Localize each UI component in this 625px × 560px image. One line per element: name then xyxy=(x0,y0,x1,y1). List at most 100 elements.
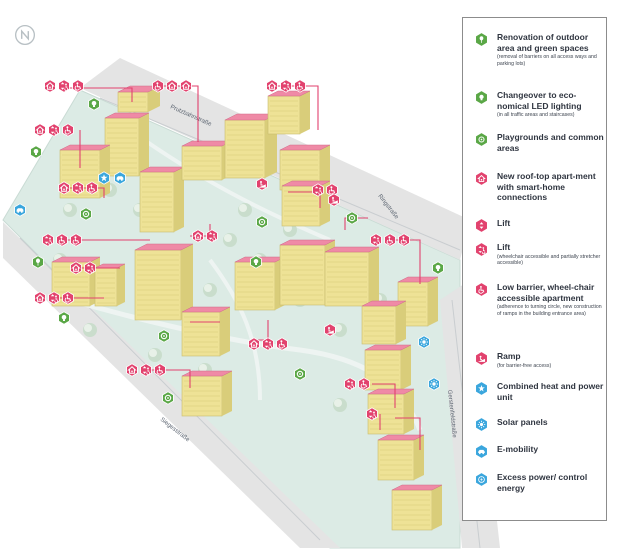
wheelchair-icon xyxy=(358,377,370,391)
e-mobility-icon xyxy=(476,445,487,458)
compass-north-icon xyxy=(14,24,36,46)
playground-icon xyxy=(158,329,170,343)
street-label-southeast: Gerstenfeldstraße xyxy=(446,390,457,439)
playground-icon xyxy=(80,207,92,221)
wheelchair-icon xyxy=(476,283,487,296)
smart-home-icon xyxy=(476,172,487,185)
light-bulb-icon xyxy=(432,261,444,275)
legend-item-title: Renovation of outdoor area and green spa… xyxy=(497,32,589,53)
legend-item: Lift(wheelchair accessible and partially… xyxy=(475,242,605,267)
smart-home-icon xyxy=(126,363,138,377)
smart-home-icon xyxy=(248,337,260,351)
smart-home-icon xyxy=(192,229,204,243)
smart-home-icon xyxy=(180,79,192,93)
smart-home-icon xyxy=(44,79,56,93)
legend-item: Excess power/ control energy xyxy=(475,472,605,493)
smart-home-icon xyxy=(266,79,278,93)
legend-item: Playgrounds and common areas xyxy=(475,132,605,153)
tree xyxy=(333,398,347,412)
legend-item-title: Playgrounds and common areas xyxy=(497,132,604,153)
accessible-lift-icon xyxy=(370,233,382,247)
building xyxy=(139,166,185,233)
solar-panel-icon xyxy=(418,335,430,349)
playground-icon xyxy=(162,391,174,405)
tree xyxy=(238,203,252,217)
wheelchair-icon xyxy=(56,233,68,247)
light-bulb-icon xyxy=(30,145,42,159)
ramp-icon xyxy=(328,193,340,207)
legend-item-title: Changeover to eco-nomical LED lighting xyxy=(497,90,582,111)
accessible-lift-icon xyxy=(366,407,378,421)
tree xyxy=(223,233,237,247)
tree xyxy=(148,348,162,362)
ramp-icon xyxy=(476,352,487,365)
building xyxy=(224,113,278,179)
wheelchair-icon xyxy=(152,79,164,93)
legend-panel: Renovation of outdoor area and green spa… xyxy=(462,17,607,521)
legend-item-title: Low barrier, wheel-chair accessible apar… xyxy=(497,282,595,303)
tree xyxy=(83,323,97,337)
accessible-lift-icon xyxy=(72,181,84,195)
accessible-lift-icon xyxy=(206,229,218,243)
accessible-lift-icon xyxy=(280,79,292,93)
light-bulb-icon xyxy=(88,97,100,111)
playground-icon xyxy=(476,133,487,146)
building xyxy=(134,243,194,321)
ramp-icon xyxy=(324,323,336,337)
wheelchair-icon xyxy=(398,233,410,247)
wheelchair-icon xyxy=(294,79,306,93)
playground-icon xyxy=(256,215,268,229)
e-mobility-icon xyxy=(114,171,126,185)
building xyxy=(104,112,150,177)
legend-item-title: Combined heat and power unit xyxy=(497,381,604,402)
legend-item-title: New roof-top apart-ment with smart-home … xyxy=(497,171,596,202)
legend-item-title: Excess power/ control energy xyxy=(497,472,588,493)
legend-item: Ramp(for barrier-free access) xyxy=(475,351,605,369)
legend-item: E-mobility xyxy=(475,444,605,458)
accessible-lift-icon xyxy=(48,291,60,305)
buildings xyxy=(51,85,443,531)
e-mobility-icon xyxy=(14,203,26,217)
accessible-lift-icon xyxy=(42,233,54,247)
smart-home-icon xyxy=(34,291,46,305)
wheelchair-icon xyxy=(276,337,288,351)
building xyxy=(117,85,161,113)
legend-item-note: (for barrier-free access) xyxy=(497,362,552,369)
legend-item-note: (removal of barriers on all access ways … xyxy=(497,54,597,67)
wheelchair-icon xyxy=(62,123,74,137)
smart-home-icon xyxy=(70,261,82,275)
wheelchair-icon xyxy=(70,233,82,247)
building xyxy=(364,344,412,391)
tree-icon xyxy=(476,33,487,46)
smart-home-icon xyxy=(58,181,70,195)
legend-item: Changeover to eco-nomical LED lighting(i… xyxy=(475,90,605,119)
tree xyxy=(333,323,347,337)
playground-icon xyxy=(294,367,306,381)
solar-panel-icon xyxy=(476,418,487,431)
solar-panel-icon xyxy=(428,377,440,391)
wheelchair-icon xyxy=(62,291,74,305)
building xyxy=(94,263,126,307)
wheelchair-icon xyxy=(384,233,396,247)
legend-item-title: E-mobility xyxy=(497,444,539,454)
legend-item: New roof-top apart-ment with smart-home … xyxy=(475,171,605,203)
building xyxy=(391,484,443,531)
tree xyxy=(63,203,77,217)
playground-icon xyxy=(346,211,358,225)
tree-icon xyxy=(32,255,44,269)
legend-item-note: (adherence to turning circle, new constr… xyxy=(497,304,602,317)
legend-item-note: (wheelchair accessible and partially str… xyxy=(497,253,601,267)
accessible-lift-icon xyxy=(58,79,70,93)
wheelchair-icon xyxy=(154,363,166,377)
tree xyxy=(203,283,217,297)
heat-power-icon xyxy=(98,171,110,185)
accessible-lift-icon xyxy=(344,377,356,391)
accessible-lift-icon xyxy=(84,261,96,275)
accessible-lift-icon xyxy=(140,363,152,377)
ramp-icon xyxy=(256,177,268,191)
light-bulb-icon xyxy=(58,311,70,325)
excess-power-icon xyxy=(476,473,487,486)
accessible-lift-icon xyxy=(48,123,60,137)
legend-item: Solar panels xyxy=(475,417,605,431)
